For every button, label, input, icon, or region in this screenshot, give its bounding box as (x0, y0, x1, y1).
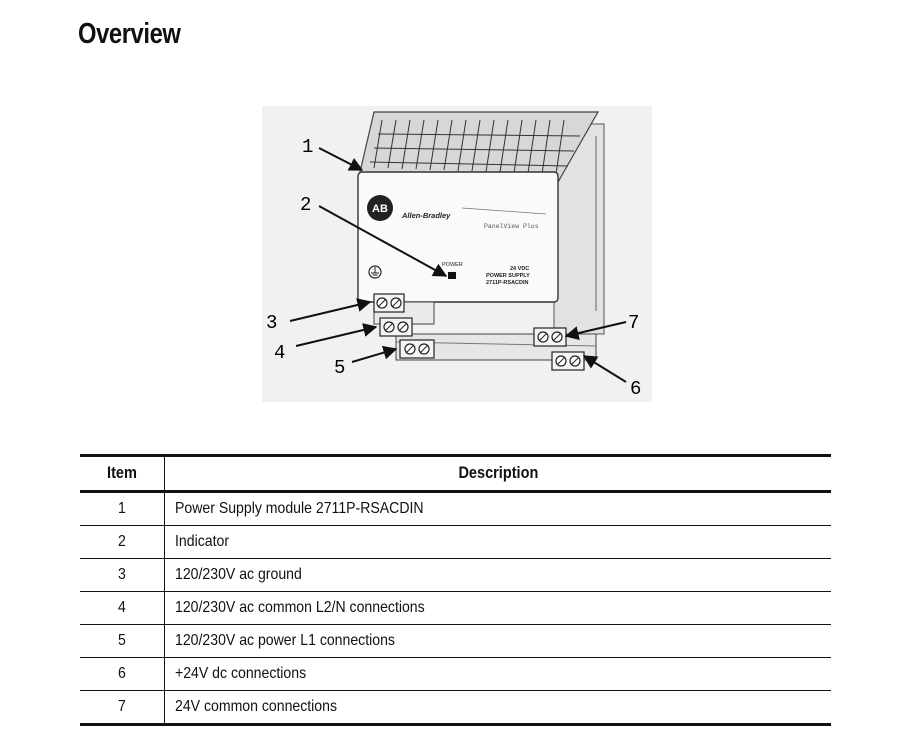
power-indicator-led (448, 272, 456, 279)
item-number: 4 (80, 591, 165, 625)
front-divider (461, 207, 547, 215)
leader-6 (582, 355, 627, 383)
callout-4: 4 (274, 342, 285, 364)
brand-label: Allen-Bradley (401, 211, 451, 220)
callout-5: 5 (334, 357, 345, 379)
product-label: PanelView Plus (484, 223, 539, 230)
terminal-ground (373, 293, 405, 313)
item-number: 2 (80, 525, 165, 559)
table-row: 6 +24V dc connections (80, 657, 831, 691)
table-row: 1 Power Supply module 2711P-RSACDIN (80, 491, 831, 526)
terminal-24v-dc (551, 351, 585, 371)
callout-1: 1 (302, 136, 313, 158)
item-description: 24V common connections (164, 690, 831, 726)
callout-2: 2 (300, 194, 311, 216)
header-description: Description (164, 454, 831, 493)
spec-line-1: 24 VDC (510, 266, 529, 272)
page-title: Overview (78, 18, 181, 50)
table-row: 5 120/230V ac power L1 connections (80, 624, 831, 658)
vent-slots (369, 119, 581, 175)
allen-bradley-logo-icon (367, 195, 393, 221)
table-row: 7 24V common connections (80, 690, 831, 726)
terminal-common-l2n (379, 317, 413, 337)
item-number: 7 (80, 690, 165, 726)
callout-leaders (289, 147, 627, 383)
spec-line-2: POWER SUPPLY (486, 273, 530, 279)
item-number: 1 (80, 491, 165, 526)
indicator-label: POWER (442, 262, 463, 268)
item-description: Indicator (164, 525, 831, 559)
leader-1 (318, 147, 364, 171)
leader-2 (318, 205, 448, 277)
table-row: 3 120/230V ac ground (80, 558, 831, 592)
item-description-table: Item Description 1 Power Supply module 2… (80, 454, 831, 726)
leader-4 (295, 323, 378, 347)
callout-6: 6 (630, 378, 641, 400)
spec-line-3: 2711P-RSACDIN (486, 280, 529, 286)
item-description: +24V dc connections (164, 657, 831, 691)
terminal-24v-common (533, 327, 567, 347)
table-row: 2 Indicator (80, 525, 831, 559)
item-number: 5 (80, 624, 165, 658)
module-front (357, 171, 559, 303)
header-item: Item (80, 454, 165, 493)
item-number: 3 (80, 558, 165, 592)
item-number: 6 (80, 657, 165, 691)
leader-5 (351, 345, 398, 363)
item-description: Power Supply module 2711P-RSACDIN (164, 491, 831, 526)
leader-7 (564, 321, 627, 340)
power-supply-figure: AB Allen-Bradley PanelView Plus POWER 24… (262, 106, 652, 402)
logo-text: AB (372, 203, 388, 215)
item-description: 120/230V ac ground (164, 558, 831, 592)
table-header-row: Item Description (80, 454, 831, 493)
callout-7: 7 (628, 312, 639, 334)
table-row: 4 120/230V ac common L2/N connections (80, 591, 831, 625)
ground-icon (368, 265, 382, 279)
callout-3: 3 (266, 312, 277, 334)
leader-3 (289, 298, 372, 322)
power-supply-illustration: AB Allen-Bradley PanelView Plus POWER 24… (262, 106, 652, 402)
terminal-power-l1 (399, 339, 435, 359)
item-description: 120/230V ac power L1 connections (164, 624, 831, 658)
item-description: 120/230V ac common L2/N connections (164, 591, 831, 625)
